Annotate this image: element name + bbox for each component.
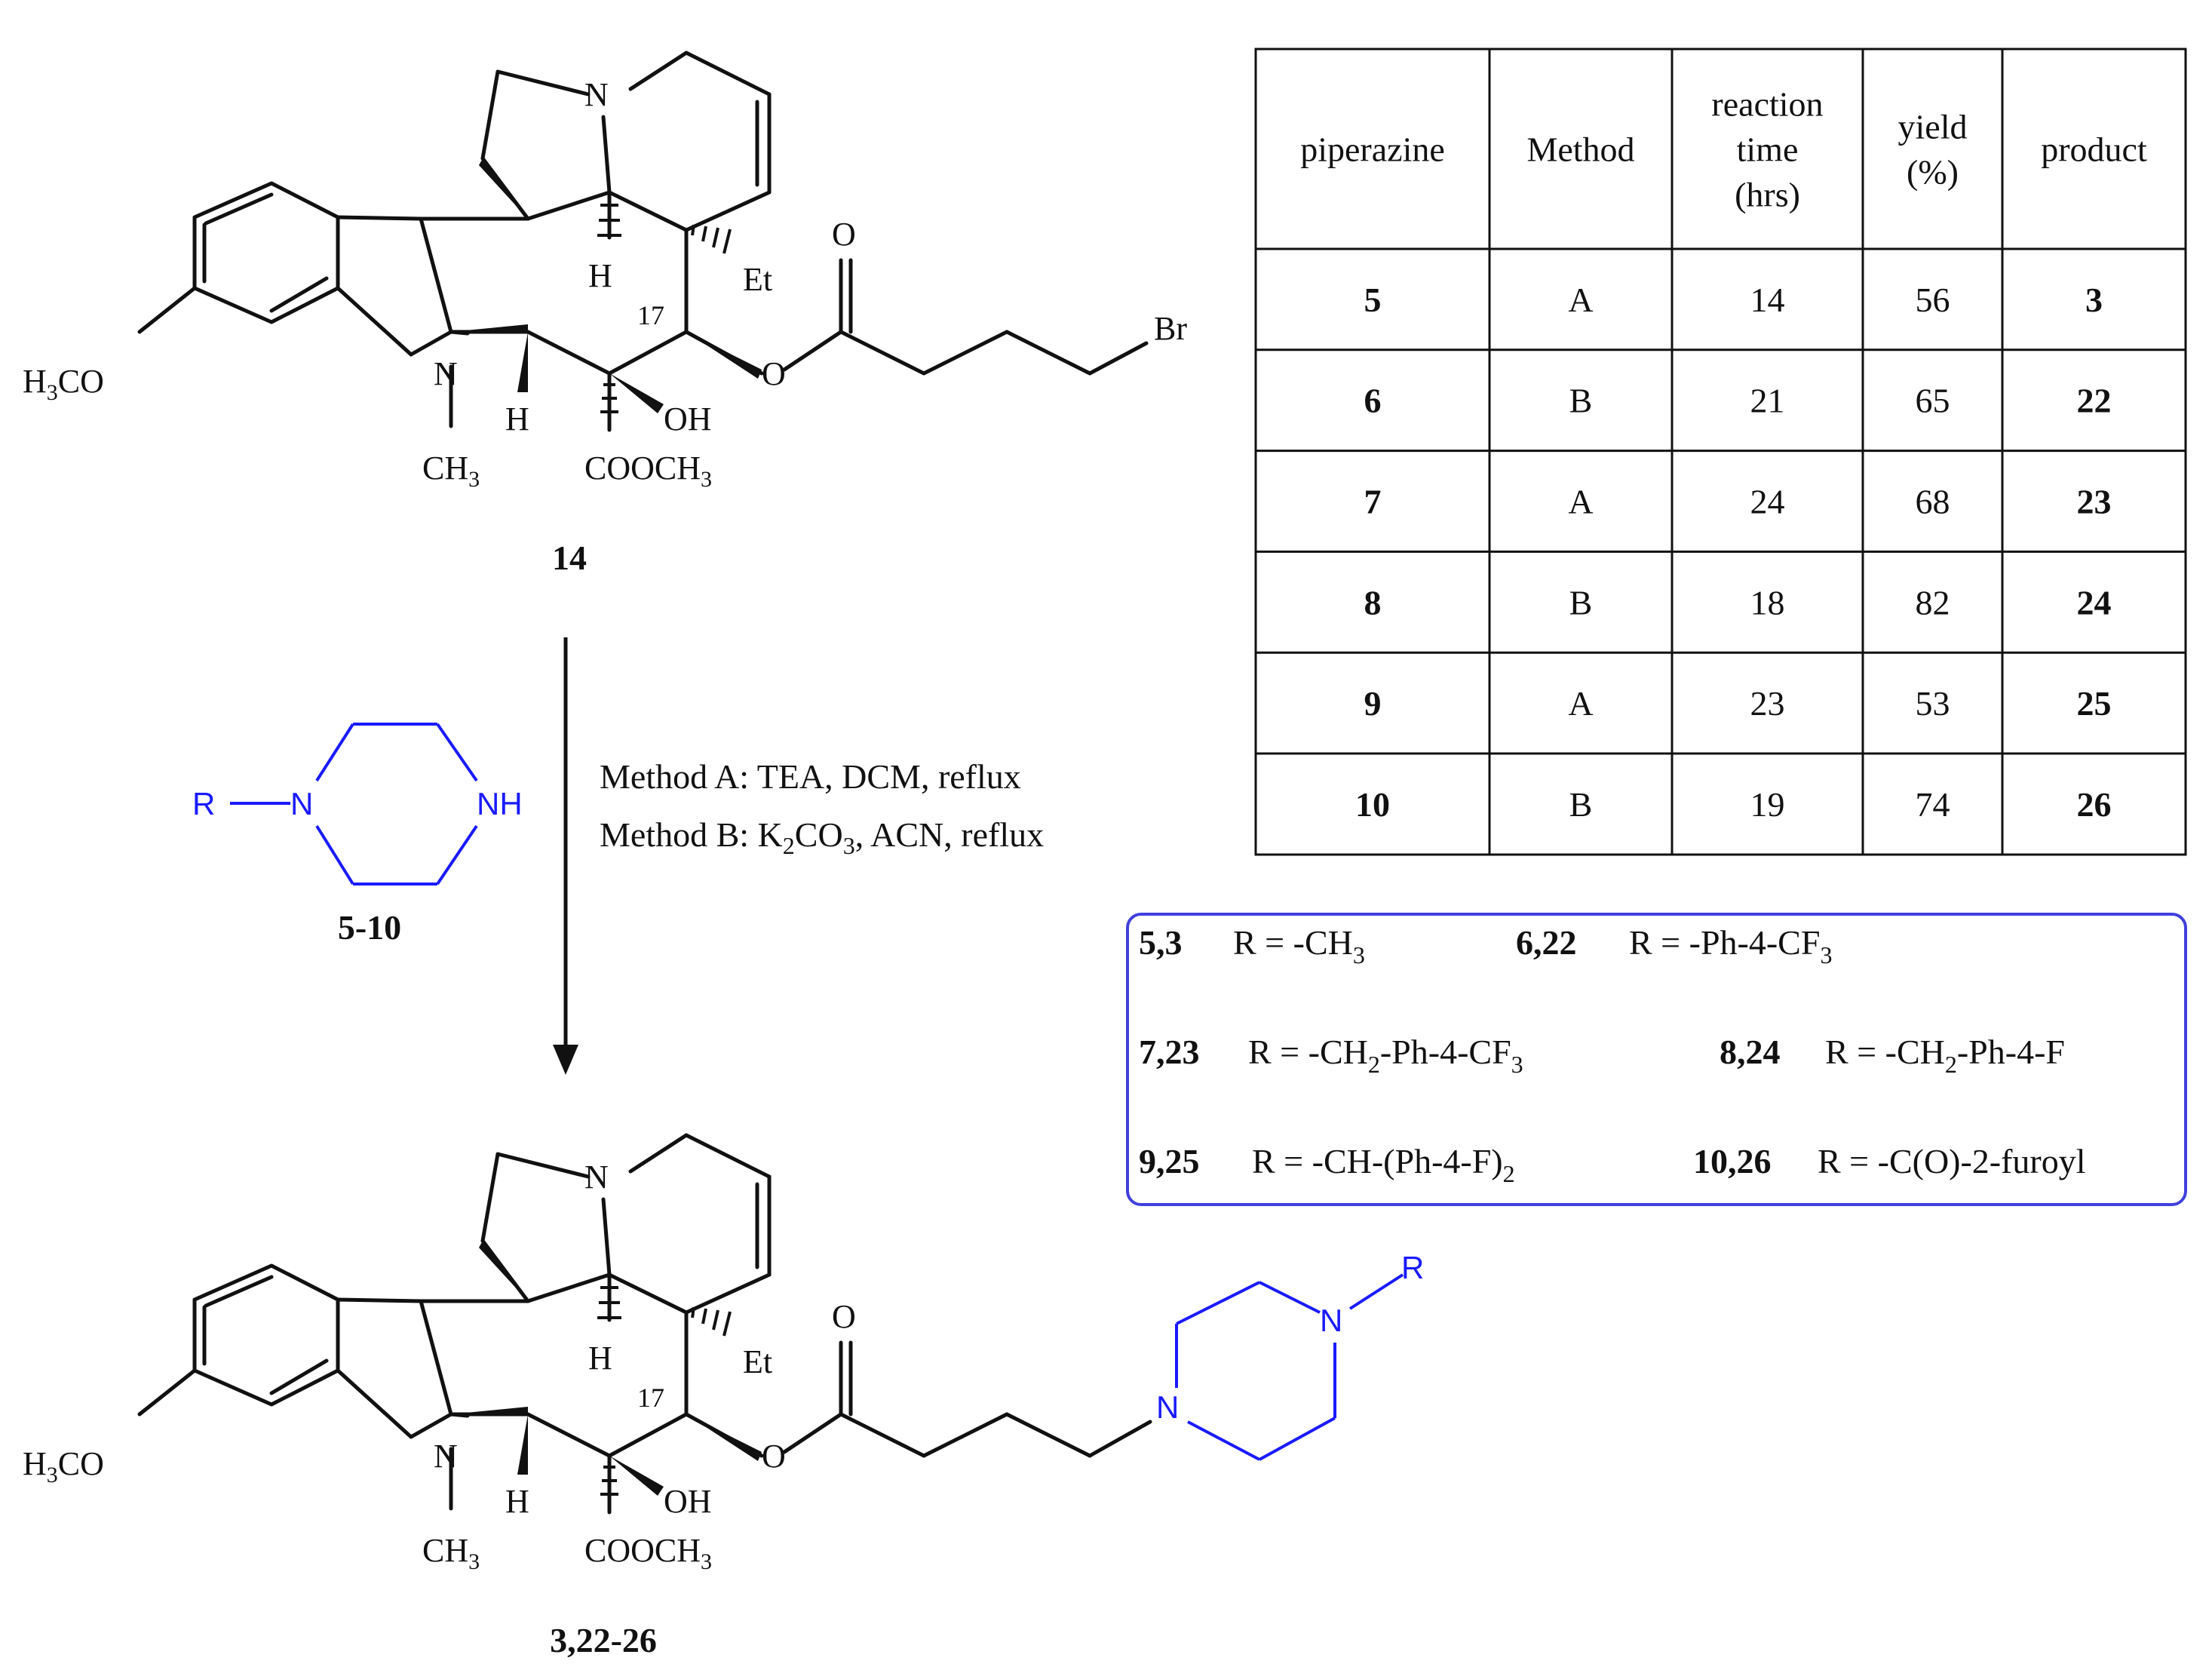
h-label: H [505, 401, 529, 437]
methoxy-label: H3CO [23, 1445, 104, 1487]
compound-label: 3,22-26 [550, 1621, 657, 1659]
table-cell: 53 [1916, 684, 1950, 723]
table-cell: 7 [1364, 483, 1382, 521]
reagent-label: 5-10 [338, 908, 401, 947]
table-header-cell: piperazine [1300, 130, 1445, 169]
n-indoline-atom: N [434, 1438, 458, 1475]
c17-label: 17 [637, 300, 664, 330]
legend-r-group: R = -Ph-4-CF3 [1629, 923, 1832, 968]
table-cell: 18 [1750, 583, 1785, 622]
ester-label: COOCH3 [584, 450, 712, 492]
table-cell: 14 [1750, 281, 1785, 319]
table-header-cell: (hrs) [1735, 176, 1800, 214]
oh-label: OH [664, 401, 712, 437]
legend-compound-id: 5,3 [1139, 923, 1183, 962]
legend-compound-id: 9,25 [1139, 1142, 1200, 1180]
table-cell: 82 [1916, 583, 1950, 622]
ethyl-label: Et [743, 261, 772, 298]
table-header-cell: (%) [1907, 153, 1959, 192]
n-methyl-label: CH3 [422, 1532, 480, 1574]
legend-r-group: R = -CH3 [1233, 923, 1365, 968]
o-atom: O [832, 216, 856, 253]
table-cell: A [1568, 684, 1593, 723]
n-atom: N [1320, 1303, 1342, 1338]
table-header-cell: time [1737, 130, 1799, 169]
o-atom: O [762, 1438, 786, 1475]
table-cell: 23 [1750, 684, 1785, 723]
h-label: H [505, 1483, 529, 1520]
table-header-cell: Method [1526, 130, 1634, 169]
condition-method-b: Method B: K2CO3, ACN, reflux [600, 815, 1044, 859]
table-cell: A [1568, 281, 1593, 319]
table-cell: 6 [1364, 382, 1382, 420]
table-cell: 19 [1750, 785, 1785, 824]
methoxy-label: H3CO [23, 363, 104, 405]
ester-label: COOCH3 [584, 1532, 712, 1574]
r-group: R [192, 786, 215, 821]
legend-r-group: R = -C(O)-2-furoyl [1818, 1142, 2086, 1180]
table-cell: 21 [1750, 382, 1785, 420]
table-cell: B [1569, 785, 1593, 824]
o-atom: O [762, 355, 786, 392]
br-atom: Br [1154, 310, 1187, 347]
table-cell: 10 [1355, 785, 1390, 824]
table-cell: 74 [1916, 785, 1950, 824]
n-atom: N [290, 786, 313, 821]
legend-compound-id: 7,23 [1139, 1033, 1200, 1071]
c17-label: 17 [637, 1383, 664, 1413]
piperazine-reagent: R N NH 5-10 [192, 723, 523, 947]
compound-14: H3CO N N CH3 H H OH COOCH3 Et O O Br 17 … [23, 53, 1187, 577]
nh-atom: NH [477, 786, 523, 821]
n-atom: N [584, 1159, 609, 1196]
h-label: H [588, 257, 612, 294]
table-cell: B [1569, 583, 1593, 622]
table-cell: 3 [2085, 281, 2103, 319]
table-cell: 24 [1750, 483, 1785, 521]
legend-compound-id: 6,22 [1516, 923, 1577, 962]
n-methyl-label: CH3 [422, 450, 480, 492]
legend-compound-id: 8,24 [1720, 1033, 1781, 1071]
table-cell: 68 [1916, 483, 1950, 521]
legend-r-group: R = -CH2-Ph-4-CF3 [1248, 1033, 1523, 1078]
table-cell: B [1569, 382, 1593, 420]
table-cell: 23 [2077, 483, 2112, 521]
oh-label: OH [664, 1483, 712, 1520]
table-cell: 65 [1916, 382, 1950, 420]
table-cell: 9 [1364, 684, 1382, 723]
compound-label: 14 [552, 539, 587, 577]
table-cell: 56 [1916, 281, 1950, 319]
n-atom: N [584, 76, 609, 113]
h-label: H [588, 1340, 612, 1377]
reaction-conditions: Method A: TEA, DCM, reflux Method B: K2C… [600, 757, 1044, 859]
table-header-cell: product [2041, 130, 2147, 169]
table-cell: 22 [2077, 382, 2112, 420]
r-group: R [1401, 1250, 1424, 1285]
compound-product: H3CO N N CH3 H H OH COOCH3 Et O O N N R … [23, 1135, 1424, 1659]
o-atom: O [832, 1298, 856, 1335]
legend-compound-id: 10,26 [1693, 1142, 1772, 1180]
table-cell: 25 [2077, 684, 2112, 723]
condition-method-a: Method A: TEA, DCM, reflux [600, 757, 1021, 796]
legend-r-group: R = -CH2-Ph-4-F [1825, 1033, 2065, 1078]
table-cell: A [1568, 483, 1593, 521]
legend-r-group: R = -CH-(Ph-4-F)2 [1252, 1142, 1515, 1187]
table-cell: 26 [2077, 785, 2112, 824]
table-cell: 5 [1364, 281, 1382, 319]
table-cell: 24 [2077, 583, 2112, 622]
n-atom: N [1156, 1389, 1179, 1425]
table-cell: 8 [1364, 583, 1382, 622]
results-table: piperazine Method reaction time (hrs) yield (%… [1254, 48, 2187, 856]
table-header-cell: reaction [1711, 85, 1823, 124]
n-indoline-atom: N [434, 355, 458, 392]
table-header-cell: yield [1898, 108, 1968, 146]
reaction-arrow [553, 637, 578, 1075]
r-group-legend: 5,3 R = -CH3 6,22 R = -Ph-4-CF3 7,23 R = -CH2… [1126, 913, 2187, 1206]
ethyl-label: Et [743, 1343, 772, 1380]
